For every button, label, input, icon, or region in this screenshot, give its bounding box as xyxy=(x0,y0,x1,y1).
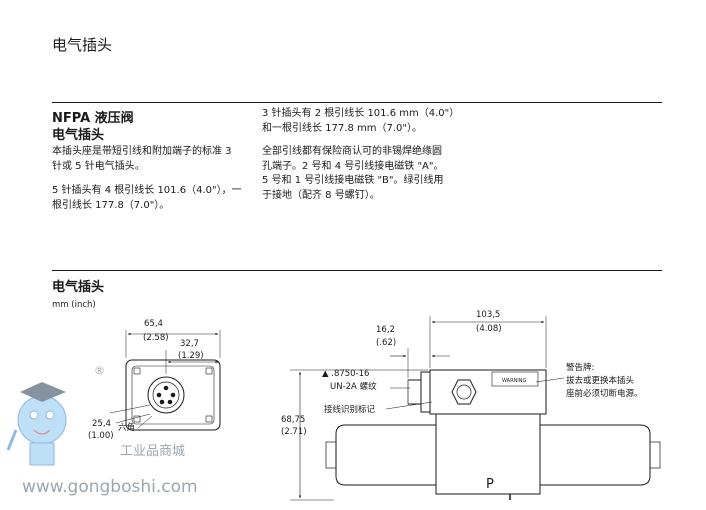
dim-16-2-inch: (.62) xyxy=(376,338,396,348)
left-para-2-line-2: 根引线长 177.8（7.0"）。 xyxy=(52,200,170,211)
right-para-1-line-1: 3 针插头有 2 根引线长 101.6 mm（4.0"） xyxy=(262,108,460,119)
warning-title: 警告牌: xyxy=(566,362,594,373)
watermark-mascot xyxy=(6,382,67,466)
right-para-2-line-2: 孔端子。2 号和 4 号引线接电磁铁 "A"。 xyxy=(262,161,444,172)
right-para-1-line-2: 和一根引线长 177.8 mm（7.0"）。 xyxy=(262,123,422,134)
right-para-2-line-3: 5 号和 1 号引线接电磁铁 "B"。绿引线用 xyxy=(262,175,444,186)
thread-spec-2: UN-2A 螺纹 xyxy=(330,381,377,392)
left-para-1-line-1: 本插头座是带短引线和附加端子的标准 3 xyxy=(52,146,232,157)
right-para-2-line-1: 全部引线都有保险商认可的非锡焊绝缘圆 xyxy=(262,146,442,157)
left-para-1-line-2: 针或 5 针电气插头。 xyxy=(52,161,145,172)
left-para-2-line-1: 5 针插头有 4 根引线长 101.6（4.0"），一 xyxy=(52,185,242,196)
section1-heading-line1: NFPA 液压阀 xyxy=(52,111,134,126)
dim-16-2: 16,2 xyxy=(376,325,395,335)
right-para-2-line-4: 于接地（配齐 8 号螺钉）。 xyxy=(262,190,380,201)
valve-port-label: P xyxy=(486,477,494,492)
watermark-reg-mark: ® xyxy=(94,364,105,377)
section1-rule xyxy=(52,102,662,103)
section1-heading-line2: 电气插头 xyxy=(52,128,105,143)
wire-id-label: 接线识别标记 xyxy=(324,404,376,415)
dim-32-7-inch: (1.29) xyxy=(178,351,204,361)
section2-rule xyxy=(52,270,662,271)
dim-103-5-inch: (4.08) xyxy=(476,324,502,334)
warning-line-1: 拔去或更换本插头 xyxy=(566,375,635,386)
thread-spec: ▲ .8750-16 xyxy=(322,369,369,379)
section2-heading: 电气插头 xyxy=(52,280,105,295)
watermark-cn: 工业品商城 xyxy=(120,444,185,459)
dim-25-4-inch: (1.00) xyxy=(88,431,114,441)
warning-tag-text: WARNING xyxy=(502,378,527,384)
warning-line-2: 座前必须切断电源。 xyxy=(566,388,643,399)
dim-68-75-inch: (2.71) xyxy=(281,427,307,437)
dim-32-7: 32,7 xyxy=(180,339,199,349)
watermark-url: www.gongboshi.com xyxy=(22,477,198,497)
units-label: mm (inch) xyxy=(52,300,96,310)
side-view xyxy=(290,316,661,501)
hex-label: 六角 xyxy=(118,422,135,433)
page-title: 电气插头 xyxy=(52,36,113,54)
dim-103-5: 103,5 xyxy=(476,310,500,320)
dim-68-75: 68,75 xyxy=(281,415,305,425)
dim-65-4-inch: (2.58) xyxy=(143,333,169,343)
front-view xyxy=(109,330,221,431)
dim-65-4: 65,4 xyxy=(144,319,163,329)
dim-25-4: 25,4 xyxy=(92,419,111,429)
